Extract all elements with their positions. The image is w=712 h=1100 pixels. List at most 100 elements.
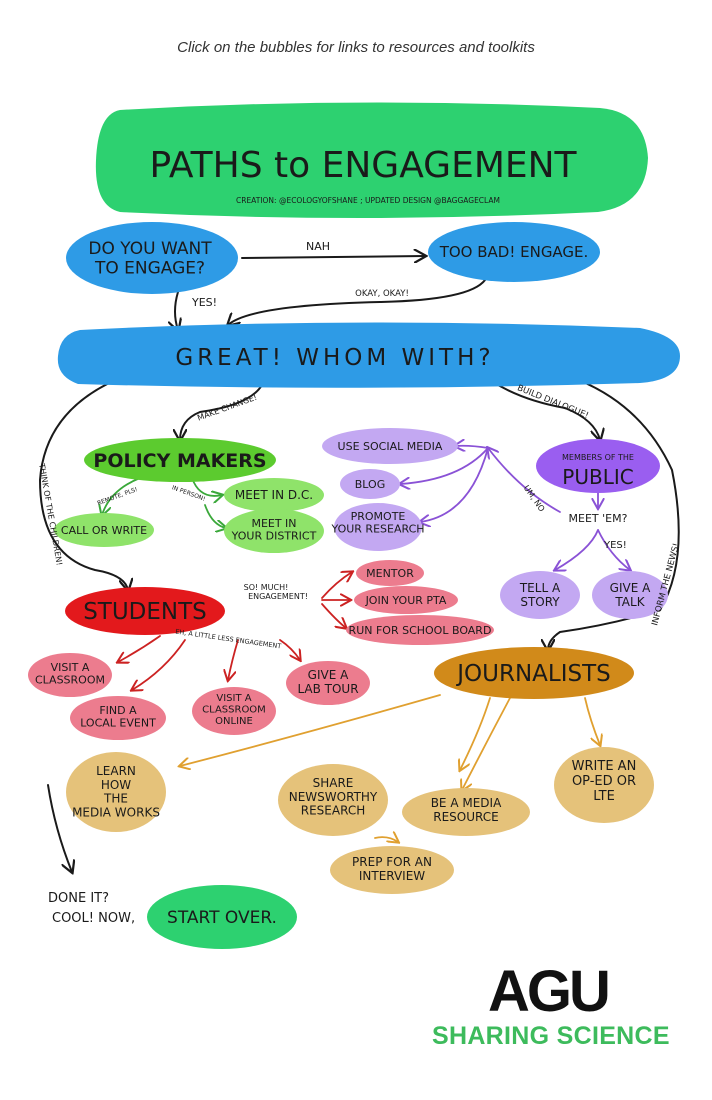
social-media-text: USE SOCIAL MEDIA [338,440,443,453]
label-in-person: IN PERSON! [171,484,206,503]
arrow-done [47,784,72,872]
media-resource-bubble[interactable] [402,788,530,836]
arrow-to-oped [584,697,600,745]
too-bad-text: TOO BAD! ENGAGE. [439,243,589,261]
arrow-to-resource [462,697,511,790]
arrow-um-no [488,448,561,513]
prep-interview-bubble[interactable] [330,846,454,894]
label-less-engagement: EH, A LITTLE LESS ENGAGEMENT [175,628,282,651]
lab-tour-bubble[interactable] [286,661,370,705]
arrow-think-children [38,377,128,590]
blog-text: BLOG [355,478,385,491]
start-over-text: START OVER. [167,908,277,928]
join-pta-text: JOIN YOUR PTA [365,594,447,607]
arrow-to-lab [279,639,300,660]
public-text: PUBLIC [562,465,633,489]
label-yes-2: YES! [603,540,627,551]
journalists-text: JOURNALISTS [455,661,611,687]
call-or-write-text: CALL OR WRITE [61,524,147,537]
great-bubble[interactable] [57,322,681,388]
arrow-to-mentor [321,572,352,599]
start-over-bubble[interactable] [147,885,297,949]
learn-media-bubble[interactable] [66,752,166,832]
label-nah: NAH [306,240,330,253]
find-event-bubble[interactable] [70,696,166,740]
label-remote: REMOTE, PLS! [96,486,138,507]
arrow-to-share [460,697,491,770]
students-bubble[interactable] [65,587,225,635]
arrow-to-visit [118,635,161,662]
promote-research-bubble[interactable] [334,503,422,551]
visit-classroom-bubble[interactable] [28,653,112,697]
too-bad-bubble[interactable] [428,222,600,282]
label-think-children: THINK OF THE CHILDREN! [37,462,64,566]
arrow-to-promote [420,447,489,522]
arrow-in-person-2 [204,504,226,528]
arrow-nah [241,256,425,258]
visit-online-bubble[interactable] [192,687,276,735]
label-okay: OKAY, OKAY! [355,289,409,299]
members-public-bubble[interactable] [536,439,660,493]
school-board-bubble[interactable] [346,615,494,645]
arrow-to-board [321,603,346,628]
arrow-to-blog [400,447,489,484]
share-research-bubble[interactable] [278,764,388,836]
arrow-to-event [132,639,186,690]
arrow-to-social [455,446,489,448]
meet-dc-text: MEET IN D.C. [235,488,313,502]
arrow-to-prep [374,837,398,842]
arrow-yes [175,291,178,330]
arrow-to-online [228,639,239,680]
call-or-write-bubble[interactable] [54,513,154,547]
arrow-remote [102,477,141,515]
mentor-text: MENTOR [366,567,414,580]
title-text: PATHS to ENGAGEMENT [149,145,577,186]
tell-story-bubble[interactable] [500,571,580,619]
mentor-bubble[interactable] [356,560,424,586]
write-oped-bubble[interactable] [554,747,654,823]
label-make-change: MAKE CHANGE! [196,393,258,423]
members-of-text: MEMBERS OF THE [562,453,634,462]
give-talk-bubble[interactable] [592,571,668,619]
great-text: GREAT! WHOM WITH? [175,345,494,371]
meet-district-bubble[interactable] [224,509,324,553]
label-done-it: DONE IT? [48,891,109,906]
arrow-make-change [180,384,263,440]
do-you-want-bubble[interactable] [66,222,238,294]
arrow-to-talk [597,529,630,570]
label-so-much: SO! MUCH! [244,583,289,592]
journalists-bubble[interactable] [434,647,634,699]
label-um-no: UM, NO [522,484,547,514]
meet-dc-bubble[interactable] [224,478,324,512]
arrow-okay [228,279,486,325]
label-meet-em: MEET 'EM? [569,512,628,525]
blog-bubble[interactable] [340,469,400,499]
instruction-text: Click on the bubbles for links to resour… [177,39,535,56]
policy-makers-text: POLICY MAKERS [93,450,266,472]
arrow-inform-news [548,374,680,650]
agu-tagline: SHARING SCIENCE [432,1022,670,1050]
policy-makers-bubble[interactable] [84,438,276,482]
social-media-bubble[interactable] [322,428,458,464]
arrow-to-story [555,529,599,570]
label-yes: YES! [191,296,217,309]
join-pta-bubble[interactable] [354,586,458,614]
label-engagement: ENGAGEMENT! [248,592,308,601]
credit-text: CREATION: @ECOLOGYOFSHANE ; UPDATED DESI… [236,196,500,205]
arrow-build-dialogue [489,379,600,440]
agu-logo-mark: AGU [488,959,608,1024]
title-bubble [95,102,648,218]
